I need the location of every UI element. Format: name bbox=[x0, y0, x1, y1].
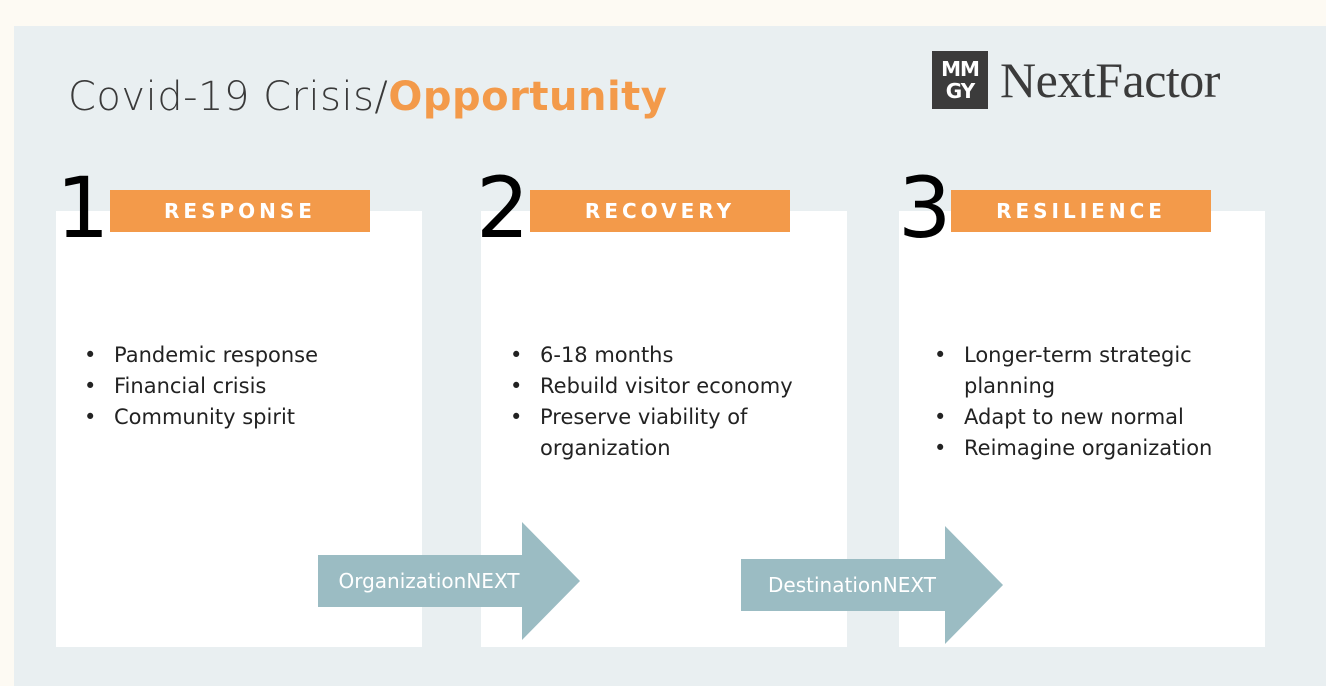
right-arrow-icon bbox=[741, 526, 1003, 644]
step-number: 3 bbox=[898, 159, 952, 257]
arrow-destinationnext: DestinationNEXT bbox=[741, 526, 1003, 644]
title-accent: Opportunity bbox=[388, 74, 668, 120]
bullet-item: Pandemic response bbox=[84, 340, 404, 371]
bullet-item: Preserve viability of organization bbox=[510, 402, 830, 464]
bullet-item: Financial crisis bbox=[84, 371, 404, 402]
title-prefix: Covid-19 Crisis/ bbox=[68, 74, 389, 120]
step-label-recovery: RECOVERY bbox=[530, 190, 790, 232]
logo-text: NextFactor bbox=[1000, 52, 1220, 108]
bullet-item: Adapt to new normal bbox=[934, 402, 1244, 433]
bullet-item: 6-18 months bbox=[510, 340, 830, 371]
step-number: 1 bbox=[56, 159, 110, 257]
right-arrow-icon bbox=[318, 522, 580, 640]
page-title: Covid-19 Crisis/Opportunity bbox=[68, 74, 667, 120]
bullet-item: Rebuild visitor economy bbox=[510, 371, 830, 402]
bullet-item: Reimagine organization bbox=[934, 433, 1244, 464]
step-bullets-response: Pandemic response Financial crisis Commu… bbox=[84, 340, 404, 433]
logo-mark-top: MM bbox=[941, 57, 980, 81]
step-bullets-resilience: Longer-term strategic planning Adapt to … bbox=[934, 340, 1244, 464]
mmgy-logo-mark: MM GY bbox=[932, 51, 988, 109]
bullet-item: Community spirit bbox=[84, 402, 404, 433]
step-label-resilience: RESILIENCE bbox=[951, 190, 1211, 232]
step-label-response: RESPONSE bbox=[110, 190, 370, 232]
slide-background: Covid-19 Crisis/Opportunity MM GY NextFa… bbox=[14, 26, 1326, 686]
step-number: 2 bbox=[476, 159, 530, 257]
bullet-item: Longer-term strategic planning bbox=[934, 340, 1244, 402]
arrow-organizationnext: OrganizationNEXT bbox=[318, 522, 580, 640]
step-bullets-recovery: 6-18 months Rebuild visitor economy Pres… bbox=[510, 340, 830, 464]
arrow-label: OrganizationNEXT bbox=[338, 569, 520, 593]
logo-mark-bottom: GY bbox=[945, 79, 975, 103]
arrow-label: DestinationNEXT bbox=[768, 573, 936, 597]
nextfactor-logo: MM GY NextFactor bbox=[932, 50, 1220, 110]
